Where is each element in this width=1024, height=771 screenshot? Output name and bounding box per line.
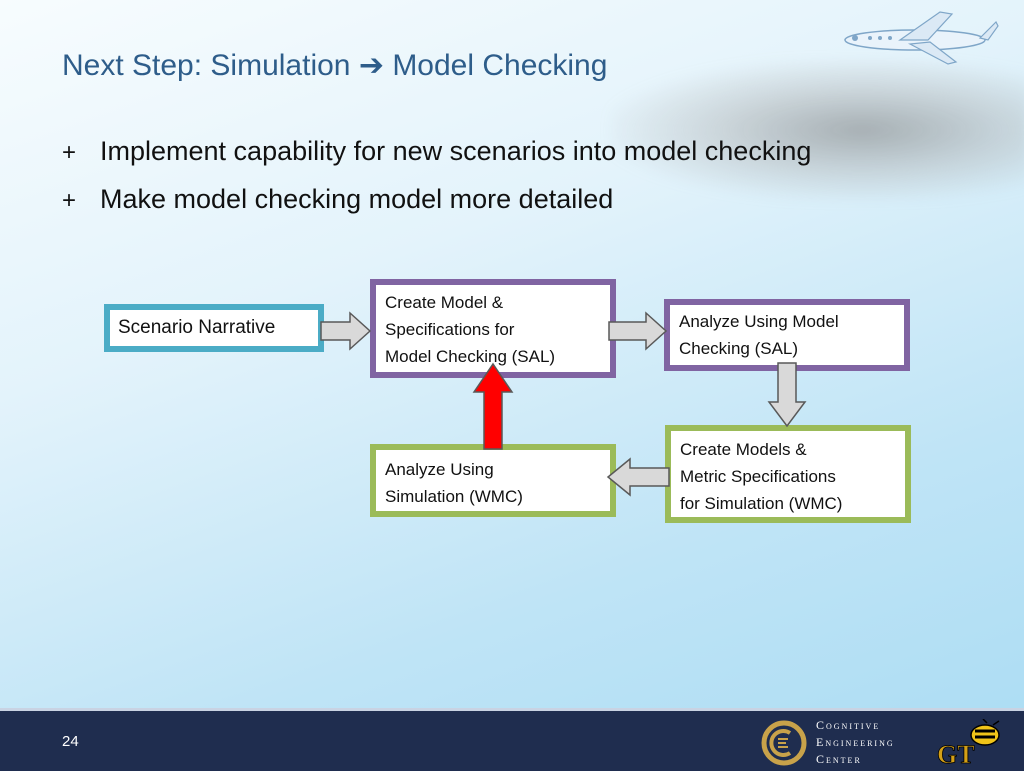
analyze-mc-line: Analyze Using Model — [679, 312, 839, 331]
bullet-item: + Implement capability for new scenarios… — [62, 136, 811, 184]
title-part1: Next Step: Simulation — [62, 49, 351, 82]
bullet-text: Make model checking model more detailed — [100, 184, 614, 214]
bullet-mark: + — [62, 139, 77, 166]
scenario-narrative-box: Scenario Narrative — [104, 304, 324, 352]
analyze-model-checking-box: Analyze Using Model Checking (SAL) — [664, 299, 910, 371]
create-models-simulation-box: Create Models & Metric Specifications fo… — [665, 425, 911, 523]
bullet-item: + Make model checking model more detaile… — [62, 184, 811, 232]
create-sim-line: for Simulation (WMC) — [680, 494, 843, 513]
scenario-narrative-label: Scenario Narrative — [118, 317, 276, 338]
footer-bar: 24 Cognitive Engineering Center GT — [0, 708, 1024, 771]
arrow-scenario-to-create — [320, 311, 372, 351]
analyze-simulation-box: Analyze Using Simulation (WMC) — [370, 444, 616, 517]
title-arrow-icon: ➔ — [358, 49, 384, 82]
create-model-line: Specifications for — [385, 320, 515, 339]
gt-logo-icon: GT — [937, 719, 1000, 767]
org-line: Cognitive — [816, 718, 881, 732]
cloud-decoration — [610, 60, 1024, 200]
analyze-mc-line: Checking (SAL) — [679, 339, 799, 358]
org-line: Center — [816, 752, 862, 766]
arrow-create-sim-to-analyze-sim — [606, 457, 670, 497]
svg-text:GT: GT — [937, 740, 975, 767]
bullet-list: + Implement capability for new scenarios… — [62, 136, 811, 232]
bullet-text: Implement capability for new scenarios i… — [100, 136, 812, 166]
org-line: Engineering — [816, 735, 895, 749]
arrow-analyze-mc-down — [767, 362, 807, 428]
title-part2: Model Checking — [392, 49, 608, 82]
cec-org-name: Cognitive Engineering Center — [816, 717, 895, 768]
create-sim-line: Metric Specifications — [680, 467, 836, 486]
page-number: 24 — [62, 733, 79, 750]
analyze-sim-line: Simulation (WMC) — [385, 487, 523, 506]
create-model-line: Create Model & — [385, 293, 504, 312]
create-sim-line: Create Models & — [680, 440, 807, 459]
cec-logo-icon — [761, 720, 807, 766]
bullet-mark: + — [62, 187, 77, 214]
slide-title: Next Step: Simulation ➔ Model Checking — [62, 48, 607, 83]
red-arrow-up — [472, 362, 514, 450]
analyze-sim-line: Analyze Using — [385, 460, 494, 479]
create-model-line: Model Checking (SAL) — [385, 347, 556, 366]
airplane-icon — [844, 11, 999, 65]
arrow-create-to-analyze-mc — [608, 311, 668, 351]
